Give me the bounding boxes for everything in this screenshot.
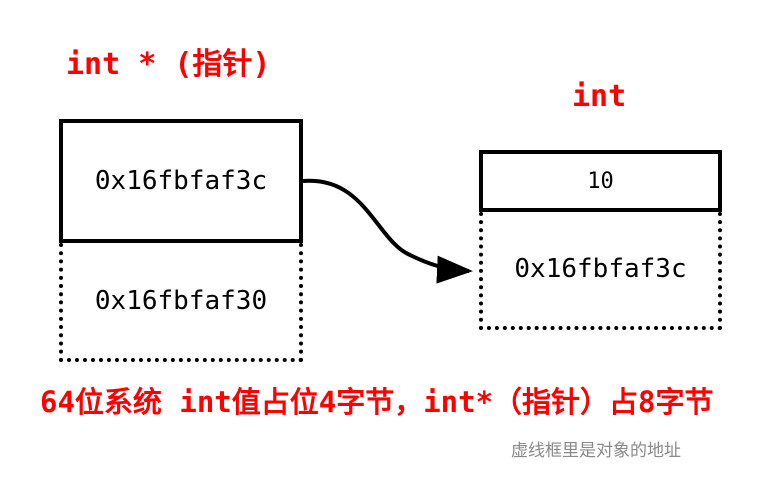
pointer-address-box: 0x16fbfaf30 xyxy=(59,243,303,362)
int-type-label: int xyxy=(572,79,627,114)
pointer-address-text: 0x16fbfaf30 xyxy=(94,285,268,316)
pointer-value-box: 0x16fbfaf3c xyxy=(59,119,303,243)
pointer-arrow xyxy=(302,178,473,284)
int-address-text: 0x16fbfaf3c xyxy=(514,254,687,284)
pointer-value-text: 0x16fbfaf3c xyxy=(94,166,268,196)
int-value-box: 10 xyxy=(479,150,722,212)
size-caption: 64位系统 int值占位4字节，int*（指针）占8字节 xyxy=(40,385,714,419)
dotted-box-note: 虚线框里是对象的地址 xyxy=(511,441,681,461)
int-address-box: 0x16fbfaf3c xyxy=(479,212,722,330)
pointer-type-label: int * (指针) xyxy=(66,47,271,82)
int-value-text: 10 xyxy=(587,168,614,194)
